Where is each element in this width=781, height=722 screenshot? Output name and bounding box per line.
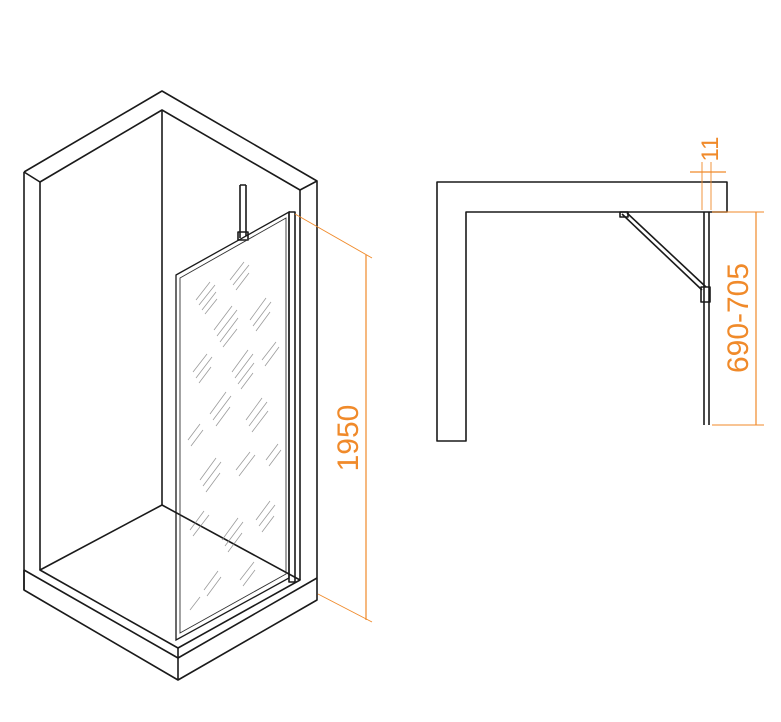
glass-panel-inner: [179, 217, 287, 634]
support-bar: [239, 184, 247, 238]
wall-inner-edges: [23, 109, 318, 191]
shower-tray-top: [39, 504, 301, 649]
shower-tray-left-lip: [23, 569, 179, 659]
glass-pattern: [187, 261, 282, 611]
support-arm-b: [626, 212, 707, 288]
section-view: 11 690-705: [436, 137, 764, 442]
support-arm-bracket: [619, 211, 629, 218]
dimension-label-range: 690-705: [722, 263, 755, 373]
support-arm-a: [621, 213, 703, 291]
dimension-label-height: 1950: [332, 405, 365, 472]
glass-clamp: [700, 286, 711, 303]
wall-profile: [288, 211, 296, 583]
dimension-label-thickness: 11: [697, 137, 724, 162]
wall-outline: [23, 90, 318, 570]
shower-tray-right-lip: [177, 577, 318, 659]
isometric-view: 1950: [23, 90, 373, 681]
support-bar-clamp: [237, 231, 249, 241]
dimension-extension-top: [294, 213, 373, 259]
dimension-extension-bottom: [317, 593, 373, 623]
wall-section: [436, 181, 728, 442]
glass-panel: [175, 210, 290, 642]
